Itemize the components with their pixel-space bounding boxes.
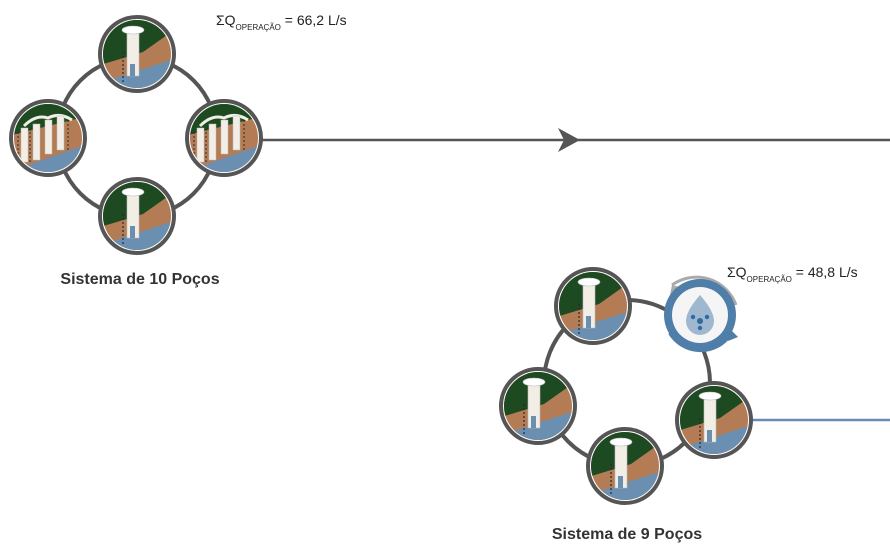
system-b-title: Sistema de 9 Poços [552, 526, 702, 543]
system-a-title: Sistema de 10 Poços [60, 271, 219, 288]
system-9-wells: ΣQOPERAÇÃO = 48,8 L/s Sistema de 9 Poços [498, 264, 890, 543]
single-well-icon [498, 366, 578, 446]
single-well-icon [674, 380, 754, 460]
single-well-icon [97, 176, 177, 256]
multi-well-icon [8, 98, 88, 178]
single-well-icon [553, 266, 633, 346]
system-a-flow-label: ΣQOPERAÇÃO = 66,2 L/s [216, 12, 347, 32]
flow-arrow-icon [558, 128, 580, 152]
single-well-icon [97, 14, 177, 94]
multi-well-icon [184, 98, 264, 178]
single-well-icon [585, 426, 665, 506]
system-b-flow-label: ΣQOPERAÇÃO = 48,8 L/s [727, 264, 858, 284]
system-10-wells: ΣQOPERAÇÃO = 66,2 L/s Sistema de 10 Poço… [8, 12, 890, 288]
water-treatment-icon [662, 275, 740, 353]
